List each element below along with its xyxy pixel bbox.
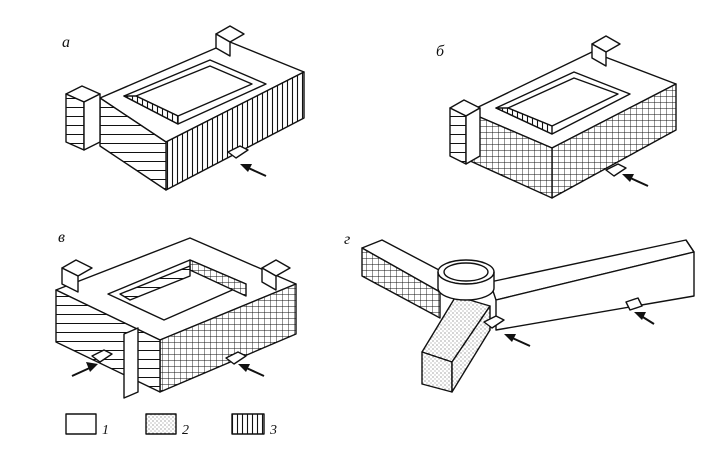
legend-label-1: 1 [102,423,109,438]
arrow-icon [238,364,265,377]
tower-front [83,93,101,151]
legend: 1 2 3 [65,413,277,438]
legend-swatch-plain [65,413,97,435]
legend-swatch-hatched [231,413,265,435]
arrow-icon [504,334,531,347]
entrance [483,315,505,329]
legend-item-1: 1 [65,413,109,438]
tower-back-side [215,33,231,57]
arrow-icon [240,164,267,177]
panel-label-v: в [58,229,65,246]
courtyard-wall-left [119,265,191,301]
courtyard-wall [123,95,179,125]
legend-item-3: 3 [231,413,277,438]
tower-side-right [261,267,277,291]
legend-label-3: 3 [269,423,277,438]
panel-v: в [55,229,297,399]
entrance [227,145,249,159]
wing-bottom-facade [451,305,491,393]
tower-front [123,327,139,399]
panel-g: г [344,231,695,393]
legend-swatch-dotted [145,413,177,435]
panel-b: б [436,35,677,199]
panel-label-a: а [62,34,70,51]
panel-a: а [62,25,305,191]
panel-label-b: б [436,43,445,60]
entrance [625,297,643,311]
courtyard-wall [495,107,553,135]
tower-front [465,107,481,165]
legend-item-2: 2 [145,413,189,438]
arrow-icon [71,362,98,377]
tower-side [65,93,85,151]
legend-label-2: 2 [182,423,189,438]
arrow-icon [634,312,655,325]
tower-side [61,267,79,293]
entrance [91,349,113,363]
drum-inner [443,262,489,282]
entrance [225,351,247,365]
panel-label-g: г [344,231,350,248]
entrance [605,163,627,177]
tower-back-side [591,43,607,67]
tower-side [449,107,467,165]
arrow-icon [622,174,649,187]
wing-left-facade [361,247,441,319]
drum-side [437,271,495,301]
